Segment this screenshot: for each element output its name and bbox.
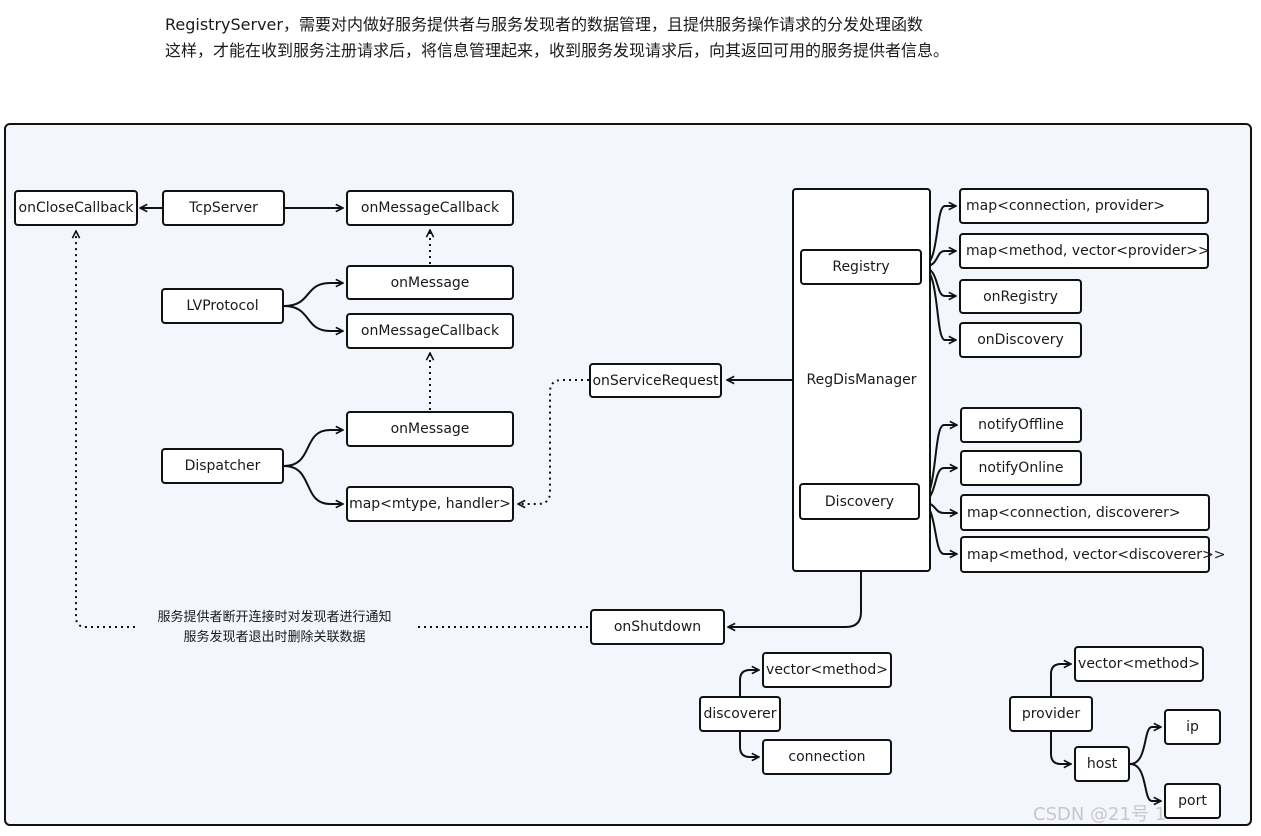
discoverer-box: discoverer <box>699 696 781 732</box>
on-message-box: onMessage <box>346 265 514 300</box>
intro-text: RegistryServer，需要对内做好服务提供者与服务发现者的数据管理，且提… <box>165 12 949 64</box>
on-discovery-box: onDiscovery <box>959 322 1082 358</box>
provider-box: provider <box>1009 696 1093 732</box>
map-method-discoverer-box: map<method, vector<discoverer>> <box>960 536 1225 573</box>
tcp-server-box: TcpServer <box>162 190 285 226</box>
intro-line-1: RegistryServer，需要对内做好服务提供者与服务发现者的数据管理，且提… <box>165 15 923 34</box>
notify-offline-box: notifyOffline <box>960 407 1082 443</box>
shutdown-note: 服务提供者断开连接时对发现者进行通知 服务发现者退出时删除关联数据 <box>135 608 414 648</box>
discovery-box: Discovery <box>799 483 920 520</box>
on-registry-box: onRegistry <box>959 279 1082 314</box>
on-message-box-2: onMessage <box>346 411 514 447</box>
map-mtype-handler-box: map<mtype, handler> <box>346 486 514 522</box>
on-close-callback-box: onCloseCallback <box>14 190 138 226</box>
lv-protocol-box: LVProtocol <box>161 288 284 324</box>
shutdown-note-line-2: 服务发现者退出时删除关联数据 <box>183 630 366 645</box>
notify-online-box: notifyOnline <box>960 450 1082 486</box>
ip-box: ip <box>1164 709 1221 745</box>
port-box: port <box>1164 783 1221 819</box>
on-shutdown-box: onShutdown <box>590 609 725 645</box>
host-box: host <box>1074 746 1130 782</box>
on-service-request-box: onServiceRequest <box>589 363 722 398</box>
intro-line-2: 这样，才能在收到服务注册请求后，将信息管理起来，收到服务发现请求后，向其返回可用… <box>165 41 950 60</box>
dispatcher-box: Dispatcher <box>161 448 284 484</box>
csdn-watermark: CSDN @21号 1 <box>1033 804 1167 825</box>
dotted-connectors <box>76 230 589 628</box>
on-message-callback-box-2: onMessageCallback <box>346 313 514 349</box>
vector-method-box-2: vector<method> <box>1074 646 1204 682</box>
map-method-provider-box: map<method, vector<provider>> <box>959 233 1210 269</box>
registry-box: Registry <box>800 249 922 285</box>
on-message-callback-box: onMessageCallback <box>346 190 514 226</box>
map-connection-provider-box: map<connection, provider> <box>959 188 1209 224</box>
connection-box: connection <box>762 739 892 775</box>
vector-method-box: vector<method> <box>762 652 892 688</box>
map-connection-discoverer-box: map<connection, discoverer> <box>960 494 1210 531</box>
shutdown-note-line-1: 服务提供者断开连接时对发现者进行通知 <box>157 610 392 625</box>
